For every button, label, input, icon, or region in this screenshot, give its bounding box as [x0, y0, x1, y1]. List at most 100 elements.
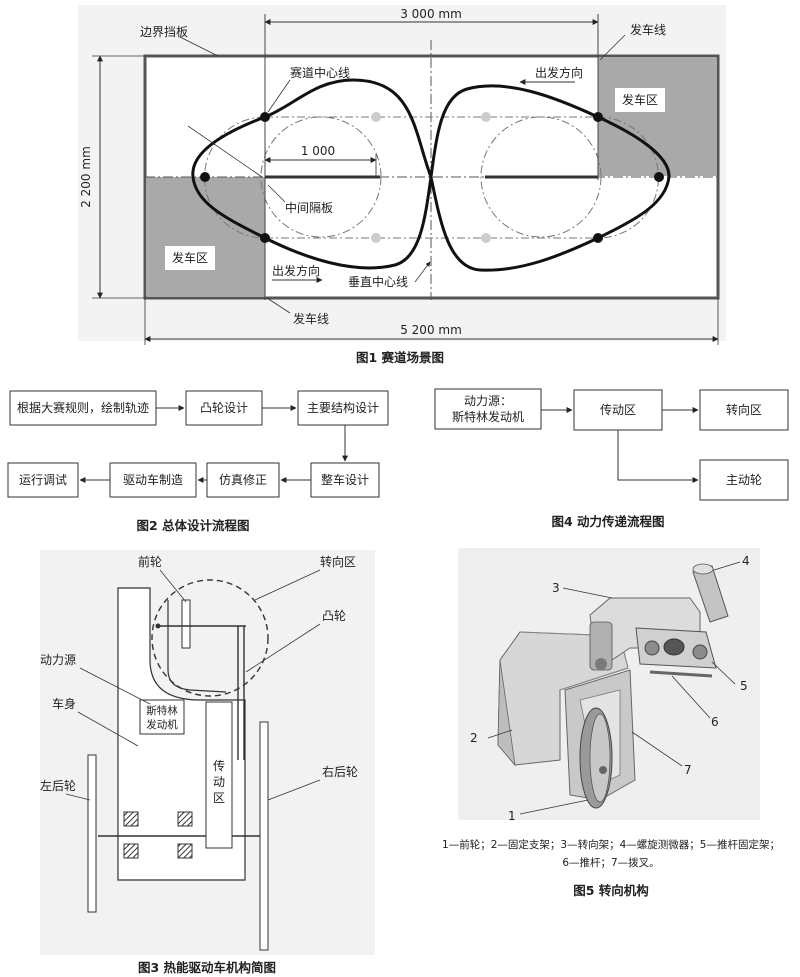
label-front-wheel: 前轮: [138, 554, 162, 569]
label-departure-bottom: 出发方向: [272, 263, 320, 278]
flow-box-power-text-1: 动力源：: [464, 394, 512, 408]
leader-body: [77, 711, 139, 747]
flow-box-drive-wheel: [699, 459, 789, 501]
fig2-design-flowchart: 根据大赛规则，绘制轨迹 凸轮设计 主要结构设计 整车设计 仿真修正 驱动车制造 …: [7, 390, 389, 498]
flow-box-manufacture: [109, 462, 197, 498]
label-boundary: 边界挡板: [140, 25, 188, 39]
flow-box-cam-text: 凸轮设计: [200, 401, 248, 415]
flow-box-vehicle-text: 整车设计: [321, 472, 369, 487]
label-steering-zone: 转向区: [320, 554, 356, 569]
marker-dot: [260, 233, 270, 243]
callout-6: 6: [711, 715, 719, 729]
trans-char-3: 区: [213, 791, 225, 805]
flow-box-rules: [9, 390, 157, 426]
start-area-left-label-bg: [165, 246, 215, 270]
fig5-caption: 图5 转向机构: [573, 883, 649, 898]
push-rod-holder: [635, 627, 717, 669]
leader-startline-top: [599, 34, 626, 61]
fig1-caption: 图1 赛道场景图: [356, 350, 444, 365]
callout-line-1: [519, 799, 589, 815]
fig5-legend-line1: 1—前轮；2—固定支架；3—转向架；4—螺旋测微器；5—推杆固定架；: [442, 838, 780, 851]
dim-1000-text: 1 000: [301, 144, 335, 158]
trans-char-2: 动: [213, 775, 225, 789]
flow-box-debug: [7, 462, 79, 498]
callout-1: 1: [508, 809, 516, 823]
flow-box-steering-text: 转向区: [726, 402, 762, 417]
steering-zone-circle: [151, 579, 269, 697]
marker-dot-grey: [371, 233, 381, 243]
dim-5200-text: 5 200 mm: [400, 323, 462, 337]
label-start-area-right: 发车区: [622, 92, 658, 107]
marker-dot-grey: [481, 233, 491, 243]
front-wheel-part: [579, 707, 613, 809]
start-area-right: [598, 58, 716, 176]
push-rod: [649, 670, 713, 678]
fig4-power-flowchart: 动力源： 斯特林发动机 传动区 转向区 主动轮: [434, 388, 789, 501]
label-left-rear: 左后轮: [40, 778, 76, 793]
guide-arc-right: [597, 116, 659, 239]
flow-box-simulation: [206, 462, 280, 498]
marker-dot-grey: [371, 112, 381, 122]
label-body: 车身: [52, 696, 76, 711]
trans-char-1: 传: [213, 758, 225, 773]
label-start-area-left: 发车区: [172, 250, 208, 265]
callout-7: 7: [684, 763, 692, 777]
start-area-left: [147, 177, 265, 296]
leader-steering-zone: [254, 569, 321, 601]
guide-circle-left: [260, 116, 382, 238]
callout-line-6: [671, 675, 711, 719]
front-wheel: [181, 599, 191, 649]
marker-dot-grey: [481, 112, 491, 122]
marker-dot: [593, 233, 603, 243]
fig3-mechanism-sketch: 斯特林 发动机 传 动 区 前轮 转向区 凸轮 动力源 车身 左后轮: [40, 550, 375, 955]
fig5-steering-mechanism: 3 4 2 5 6 7 1: [458, 548, 760, 823]
flow-box-structure: [297, 390, 389, 426]
label-vertical-center: 垂直中心线: [348, 274, 408, 289]
flow-box-drive-wheel-text: 主动轮: [726, 473, 762, 487]
leader-cam: [245, 623, 321, 673]
label-departure-top: 出发方向: [535, 65, 583, 80]
leader-middle-board-a: [187, 125, 263, 178]
body-inner-contour: [167, 600, 227, 693]
guide-arc-left: [204, 116, 266, 239]
flow-box-power-text-2: 斯特林发动机: [452, 409, 524, 424]
leader-startline-bottom: [266, 297, 291, 314]
marker-dot: [260, 112, 270, 122]
steering-knob: [595, 658, 607, 670]
leader-boundary: [179, 36, 219, 57]
right-rear-wheel: [259, 721, 269, 951]
flow-box-steering: [699, 389, 789, 431]
engine-label-2: 发动机: [146, 718, 178, 731]
flow-box-power: [434, 388, 542, 430]
stirling-engine: [139, 699, 185, 735]
flow-arrow: [617, 430, 699, 483]
leader-left-rear: [65, 793, 91, 801]
label-startline-top: 发车线: [630, 22, 666, 37]
callout-3: 3: [552, 581, 560, 595]
label-right-rear: 右后轮: [322, 764, 358, 779]
micrometer: [692, 563, 729, 623]
flow-box-vehicle: [310, 462, 380, 498]
flow-box-rules-text: 根据大赛规则，绘制轨迹: [17, 400, 149, 415]
leader-right-rear: [267, 779, 321, 801]
leader-front-wheel: [159, 569, 187, 603]
wheel-hub: [599, 766, 607, 774]
bearing-left: [123, 811, 139, 859]
bearing-right: [177, 811, 193, 859]
label-middle-board: 中间隔板: [285, 200, 333, 215]
start-area-right-label-bg: [615, 88, 665, 112]
leader-vertical-center: [414, 261, 431, 283]
marker-dot: [593, 112, 603, 122]
transmission-zone: [205, 701, 233, 849]
fig2-caption: 图2 总体设计流程图: [136, 518, 249, 533]
guide-circle-right: [480, 116, 602, 238]
fig3-caption: 图3 热能驱动车机构简图: [138, 960, 276, 975]
callout-2: 2: [470, 731, 478, 745]
label-startline-bottom: 发车线: [293, 311, 329, 326]
callout-line-3: [562, 587, 613, 599]
callout-line-7: [631, 731, 683, 767]
fig4-caption: 图4 动力传递流程图: [551, 514, 664, 529]
engine-label-1: 斯特林: [146, 704, 178, 717]
marker-dot: [200, 172, 210, 182]
